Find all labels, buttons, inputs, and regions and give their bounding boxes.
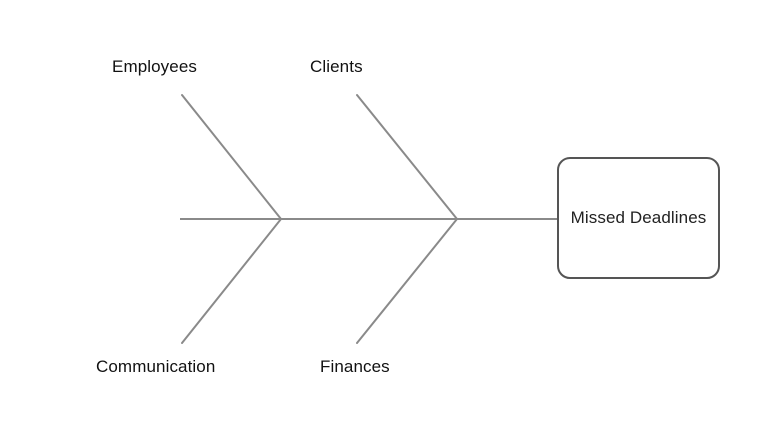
cause-label-clients: Clients xyxy=(310,57,363,76)
cause-label-employees: Employees xyxy=(112,57,197,76)
cause-label-finances: Finances xyxy=(320,357,390,376)
bone-employees xyxy=(181,94,282,220)
bone-communication xyxy=(181,218,282,344)
bone-clients xyxy=(356,94,458,220)
effect-box: Missed Deadlines xyxy=(557,157,720,279)
bone-finances xyxy=(356,218,458,344)
effect-box-label: Missed Deadlines xyxy=(570,208,707,227)
cause-label-communication: Communication xyxy=(96,357,216,376)
